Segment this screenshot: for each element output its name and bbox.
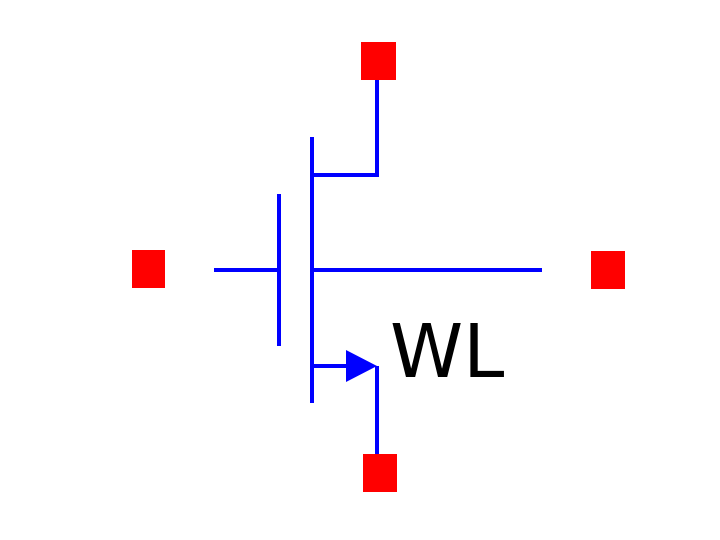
source-arrow-icon (346, 350, 377, 382)
drain-wire (312, 80, 379, 177)
drain-pin[interactable] (361, 42, 396, 80)
body-pin[interactable] (591, 251, 625, 289)
source-pin[interactable] (363, 454, 397, 492)
gate-pin[interactable] (132, 250, 165, 288)
device-label: WL (390, 309, 504, 395)
